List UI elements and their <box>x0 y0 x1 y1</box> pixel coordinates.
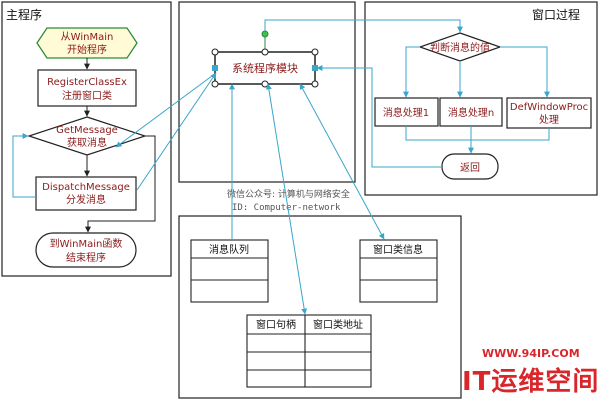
site-url: WWW.94IP.COM <box>482 347 580 360</box>
start-node-line2: 开始程序 <box>67 43 107 56</box>
start-node-line1: 从WinMain <box>61 32 114 43</box>
return-label: 返回 <box>460 162 480 174</box>
watermark-line2: ID: Computer-network <box>232 203 341 213</box>
handle-table-col2: 窗口类地址 <box>313 318 363 331</box>
start-node: 从WinMain 开始程序 <box>36 27 138 59</box>
message-queue-table <box>190 239 269 303</box>
system-module-label: 系统程序模块 <box>232 61 298 75</box>
module-connectors <box>115 19 463 315</box>
handler-n-node: 消息处理n <box>439 97 503 127</box>
end-node-line1: 到WinMain函数 <box>50 237 123 250</box>
watermark-line1: 微信公众号: 计算机与网络安全 <box>227 188 350 200</box>
dispatch-message-node: DispatchMessage 分发消息 <box>35 176 137 211</box>
site-name: IT运维空间 <box>462 366 599 397</box>
site-logo: WWW.94IP.COM IT运维空间 <box>462 347 599 397</box>
system-panel <box>178 1 356 183</box>
class-info-table <box>359 239 438 303</box>
dispatch-message-line2: 分发消息 <box>66 193 106 206</box>
message-value-label: 判断消息的值 <box>430 41 490 54</box>
defwindowproc-line2: 处理 <box>539 114 559 126</box>
system-module-node[interactable]: 系统程序模块 <box>211 30 319 88</box>
getmessage-decision: GetMessage 获取消息 <box>27 116 147 156</box>
handler-n-label: 消息处理n <box>448 106 494 119</box>
register-class-line1: RegisterClassEx <box>47 77 127 88</box>
register-class-node: RegisterClassEx 注册窗口类 <box>37 69 137 107</box>
handler-1-node: 消息处理1 <box>374 97 439 127</box>
handle-table <box>246 314 372 388</box>
dispatch-message-line1: DispatchMessage <box>42 182 130 193</box>
defwindowproc-node: DefWindowProc 处理 <box>506 97 592 129</box>
class-info-header: 窗口类信息 <box>373 243 423 256</box>
getmessage-line1: GetMessage <box>56 125 118 136</box>
handler-1-label: 消息处理1 <box>383 106 429 119</box>
end-node: 到WinMain函数 结束程序 <box>35 232 137 268</box>
main-program-title: 主程序 <box>6 7 42 22</box>
end-node-line2: 结束程序 <box>66 251 106 264</box>
return-node: 返回 <box>441 153 499 180</box>
window-procedure-title: 窗口过程 <box>532 7 580 22</box>
handle-table-col1: 窗口句柄 <box>256 318 296 331</box>
message-queue-header: 消息队列 <box>209 243 249 256</box>
defwindowproc-line1: DefWindowProc <box>510 102 588 113</box>
register-class-line2: 注册窗口类 <box>62 89 112 102</box>
getmessage-line2: 获取消息 <box>67 136 107 149</box>
message-value-decision: 判断消息的值 <box>418 32 502 62</box>
